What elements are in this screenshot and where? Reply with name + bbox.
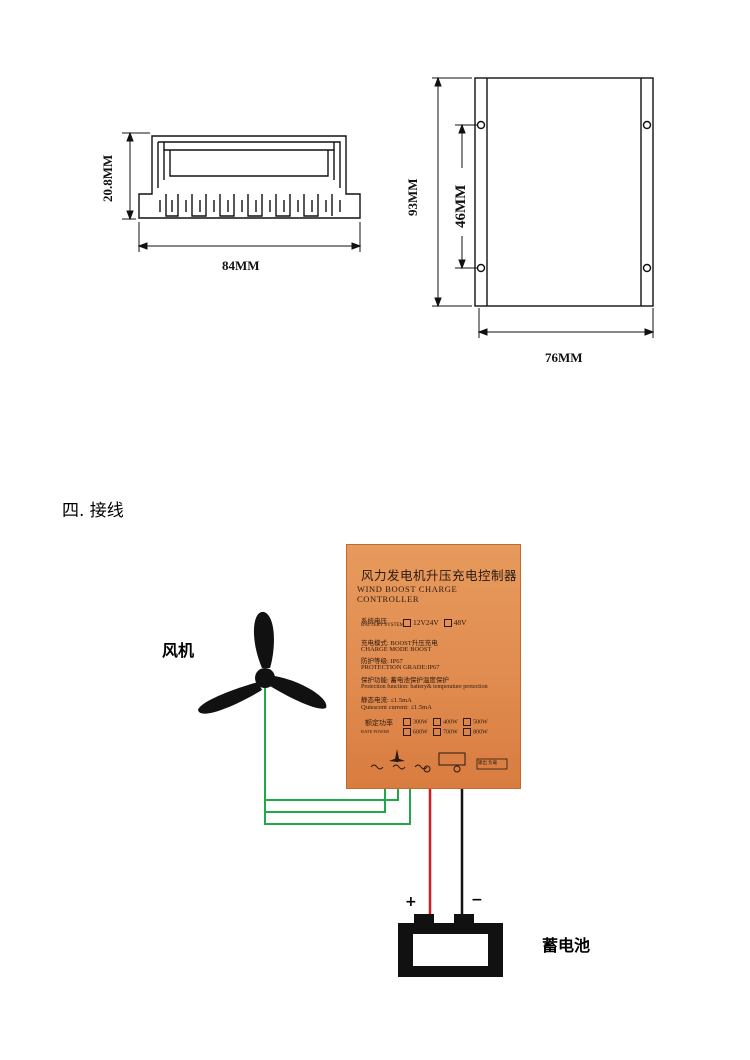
- charge-mode-cn: 充电模式: BOOST升压充电: [361, 640, 438, 647]
- voltage-options: 12V24V 48V: [403, 618, 467, 628]
- terminal-icons: [370, 749, 508, 773]
- battery-icon: [398, 914, 503, 977]
- checkbox-power: [433, 718, 442, 726]
- body-drawing: [474, 77, 654, 307]
- rate-power-en: RATE POWER: [361, 729, 390, 734]
- option-48: 48V: [453, 618, 467, 627]
- body-length-label: 93MM: [405, 178, 420, 216]
- hole-spacing-dim: [455, 123, 478, 270]
- power-option: 400W: [443, 719, 458, 726]
- power-option: 300W: [413, 719, 428, 726]
- profile-height-label: 20.8MM: [100, 154, 115, 202]
- option-12-24: 12V24V: [413, 618, 439, 627]
- rate-power-cn: 额定功率: [365, 719, 393, 727]
- terminal-tag-load: 负载: [488, 760, 498, 765]
- terminal-tag-output: 输出: [478, 760, 487, 765]
- power-row-1: 300W 400W 500W: [403, 718, 488, 726]
- controller-title-en: WIND BOOST CHARGE CONTROLLER: [357, 584, 458, 604]
- power-option: 700W: [443, 729, 458, 736]
- checkbox-48: [443, 619, 452, 628]
- charge-mode-en: CHARGE MODE BOOST: [361, 646, 432, 653]
- checkbox-power: [463, 718, 472, 726]
- body-width-label: 76MM: [545, 350, 583, 365]
- controller-title-cn: 风力发电机升压充电控制器: [361, 568, 518, 583]
- turbine-symbol-icon: [389, 749, 405, 762]
- battery-minus-label: −: [471, 892, 483, 908]
- wiring-diagram: [198, 611, 503, 977]
- dimension-drawings: [122, 76, 655, 338]
- profile-height-dim: [122, 131, 150, 221]
- charge-controller: 风力发电机升压充电控制器 WIND BOOST CHARGE CONTROLLE…: [347, 545, 520, 788]
- protection-func-en: Protection function: battery& temperatur…: [361, 684, 488, 690]
- checkbox-power: [403, 718, 411, 726]
- profile-width-dim: [137, 222, 362, 252]
- wind-turbine-label: 风机: [162, 641, 195, 660]
- battery-system-label: 系统电压: [361, 615, 387, 625]
- body-width-dim: [477, 308, 655, 338]
- wind-turbine-icon: [198, 611, 327, 714]
- body-length-dim: [432, 76, 472, 308]
- battery-plus-label: +: [405, 894, 417, 910]
- checkbox-power: [403, 728, 411, 736]
- protection-func-cn: 保护功能: 蓄电池保护温度保护: [361, 677, 449, 684]
- profile-drawing: [138, 135, 361, 219]
- battery-system-cn: 系统电压: [361, 618, 387, 625]
- battery-system-en: BATTERY SYSTEM: [361, 623, 405, 628]
- power-option: 600W: [413, 729, 428, 736]
- profile-width-label: 84MM: [222, 258, 260, 273]
- section-heading: 四. 接线: [62, 501, 124, 521]
- checkbox-power: [433, 728, 442, 736]
- battery-label: 蓄电池: [542, 936, 591, 955]
- checkbox-power: [463, 728, 472, 736]
- power-option: 800W: [473, 729, 488, 736]
- terminal-tags: 输出 负载: [478, 760, 497, 766]
- protection-grade-cn: 防护等级: IP67: [361, 658, 403, 665]
- protection-grade-en: PROTECTION GRADE:IP67: [361, 664, 440, 671]
- hole-spacing-label: 46MM: [453, 184, 469, 228]
- quiescent-en: Quiescent current: ≤1.5mA: [361, 704, 432, 711]
- checkbox-12-24: [403, 619, 411, 628]
- power-option: 500W: [473, 719, 488, 726]
- quiescent-cn: 静态电流: ≤1.5mA: [361, 697, 412, 704]
- power-row-2: 600W 700W 800W: [403, 728, 488, 736]
